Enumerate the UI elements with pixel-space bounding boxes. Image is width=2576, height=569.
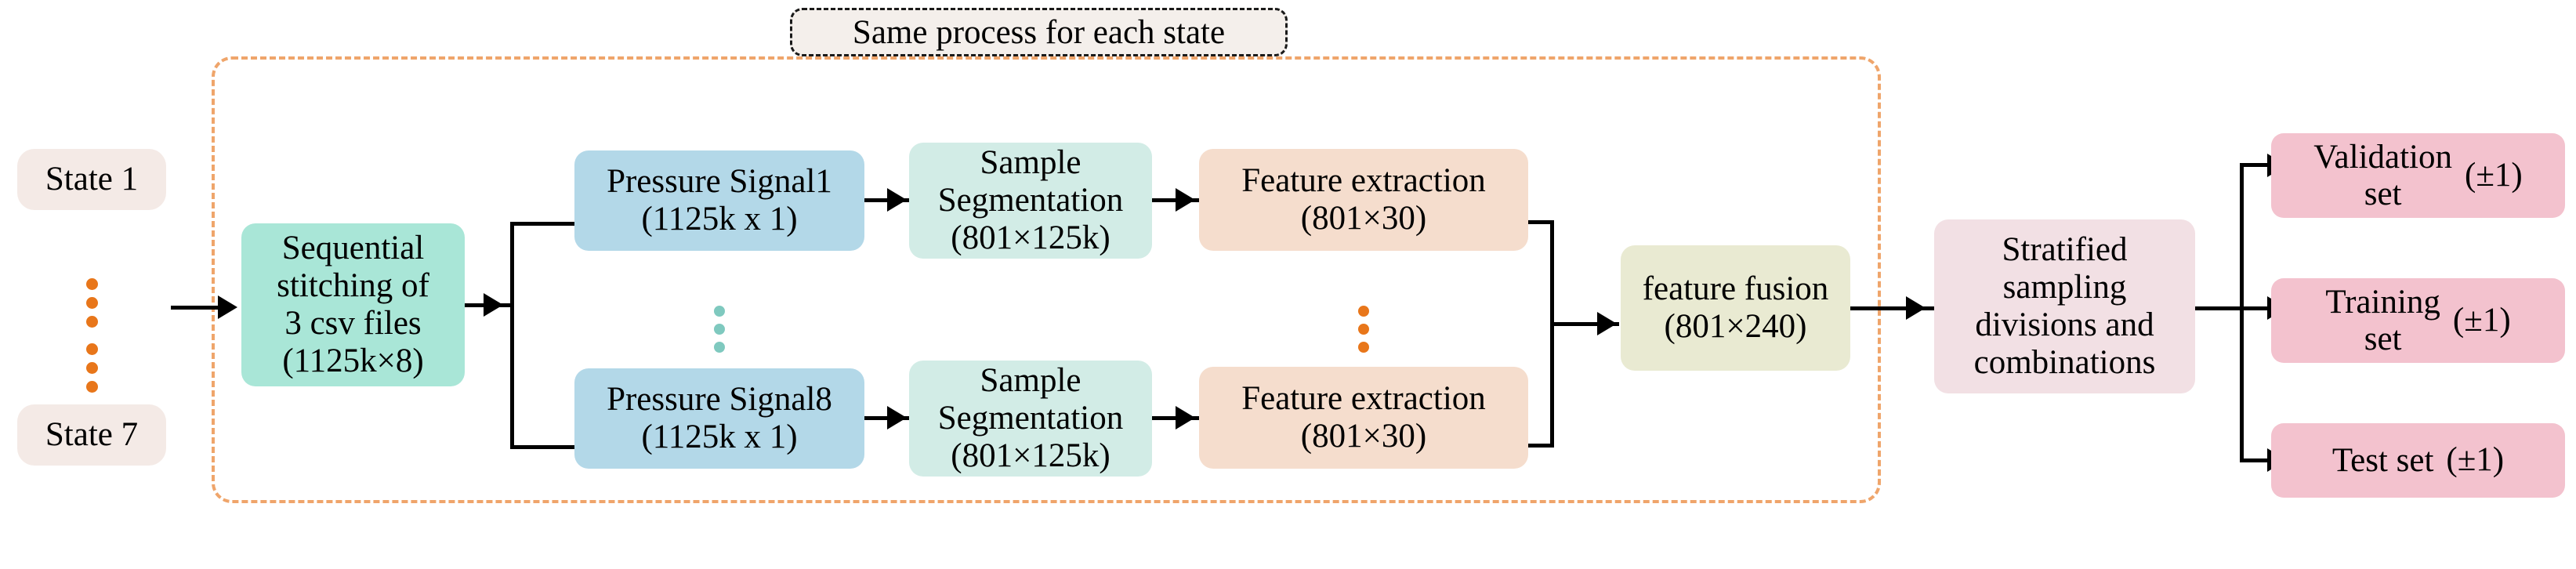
segment-shape-1: (801×125k) [951, 219, 1110, 257]
arrowhead-stitch-to-fanout [484, 293, 503, 317]
sequential-stitching-box: Sequential stitching of 3 csv files (112… [241, 223, 465, 386]
segment-shape-2: (801×125k) [951, 437, 1110, 475]
segment-line1-2: Sample [980, 361, 1081, 399]
connector-states-to-stitch [171, 306, 219, 310]
test-set-suffix: (±1) [2446, 441, 2505, 479]
merge-bracket-bottom-arm [1528, 444, 1554, 448]
feature-column-ellipsis-icon [1358, 306, 1369, 353]
arrowhead-states-to-stitch [218, 295, 237, 319]
callout-same-process: Same process for each state [790, 8, 1288, 56]
validation-set-line1: Validation [2313, 138, 2452, 176]
stitch-line-4: (1125k×8) [282, 342, 424, 380]
feature-name-2: Feature extraction [1241, 379, 1486, 417]
arrowhead-signal2-to-segment2 [887, 406, 907, 429]
state-first-label: State 1 [45, 160, 139, 198]
state-last-label: State 7 [45, 415, 139, 453]
feature-extraction-box-2: Feature extraction (801×30) [1199, 367, 1528, 469]
states-vertical-ellipsis-icon-2 [86, 343, 98, 393]
pressure-signal-box-2: Pressure Signal8 (1125k x 1) [574, 368, 864, 469]
test-set-label: Test set [2332, 442, 2434, 479]
connector-fusion-to-stratified [1850, 306, 1937, 310]
fusion-shape: (801×240) [1664, 308, 1807, 345]
same-process-region [212, 56, 1881, 503]
pressure-signal-shape-2: (1125k x 1) [641, 419, 798, 455]
test-set-box: Test set (±1) [2271, 423, 2565, 498]
feature-extraction-box-1: Feature extraction (801×30) [1199, 149, 1528, 251]
arrowhead-fusion-to-stratified [1906, 296, 1926, 320]
validation-set-box: Validation set (±1) [2271, 133, 2565, 218]
stitch-line-2: stitching of [277, 266, 429, 304]
feature-fusion-box: feature fusion (801×240) [1621, 245, 1850, 371]
validation-set-label: Validation set [2313, 139, 2452, 213]
callout-label: Same process for each state [852, 13, 1226, 51]
validation-set-suffix: (±1) [2465, 156, 2523, 194]
stratified-line-1: Stratified [2002, 230, 2128, 268]
state-first-box: State 1 [17, 149, 166, 210]
training-set-line2: set [2364, 321, 2402, 357]
training-set-label: Training set [2325, 284, 2440, 358]
stratified-line-4: combinations [1973, 344, 2156, 382]
connector-merge-to-fusion [1550, 322, 1619, 326]
feature-shape-2: (801×30) [1300, 418, 1427, 455]
fanout-bracket-bottom-arm [510, 445, 579, 449]
fanout-bracket-vertical [510, 222, 514, 449]
merge-bracket-top-arm [1528, 220, 1554, 224]
sample-segmentation-box-2: Sample Segmentation (801×125k) [909, 361, 1152, 477]
pressure-signal-box-1: Pressure Signal1 (1125k x 1) [574, 150, 864, 251]
merge-bracket-vertical [1550, 220, 1554, 448]
training-set-box: Training set (±1) [2271, 278, 2565, 363]
connector-to-validation [2240, 163, 2288, 167]
connector-to-training [2240, 306, 2288, 310]
pressure-signal-name-1: Pressure Signal1 [607, 162, 832, 200]
state-last-box: State 7 [17, 404, 166, 466]
test-set-line1: Test set [2331, 441, 2434, 479]
stitch-line-3: 3 csv files [284, 305, 422, 342]
connector-stratified-to-splits [2195, 306, 2244, 310]
feature-name-1: Feature extraction [1241, 161, 1486, 199]
splits-bracket-vertical [2240, 163, 2244, 461]
stratified-line-3: divisions and [1975, 306, 2154, 343]
sample-segmentation-box-1: Sample Segmentation (801×125k) [909, 143, 1152, 259]
connector-to-test [2240, 458, 2288, 462]
fusion-name: feature fusion [1642, 270, 1829, 307]
states-vertical-ellipsis-icon [86, 278, 98, 328]
segment-line1-1: Sample [980, 143, 1081, 181]
fanout-bracket-top-arm [510, 222, 579, 226]
signal-column-ellipsis-icon [714, 306, 725, 353]
stratified-line-2: sampling [2002, 268, 2127, 306]
segment-line2-1: Segmentation [937, 181, 1124, 219]
arrowhead-merge-to-fusion [1597, 312, 1617, 335]
training-set-suffix: (±1) [2452, 301, 2511, 339]
validation-set-line2: set [2364, 176, 2402, 212]
arrowhead-signal1-to-segment1 [887, 188, 907, 212]
feature-shape-1: (801×30) [1300, 200, 1427, 237]
pressure-signal-name-2: Pressure Signal8 [607, 380, 832, 418]
arrowhead-segment1-to-feature1 [1176, 188, 1195, 212]
segment-line2-2: Segmentation [937, 399, 1124, 437]
training-set-line1: Training [2325, 283, 2440, 321]
arrowhead-segment2-to-feature2 [1176, 406, 1195, 429]
stratified-sampling-box: Stratified sampling divisions and combin… [1934, 219, 2195, 393]
stitch-line-1: Sequential [281, 229, 425, 266]
pressure-signal-shape-1: (1125k x 1) [641, 201, 798, 237]
